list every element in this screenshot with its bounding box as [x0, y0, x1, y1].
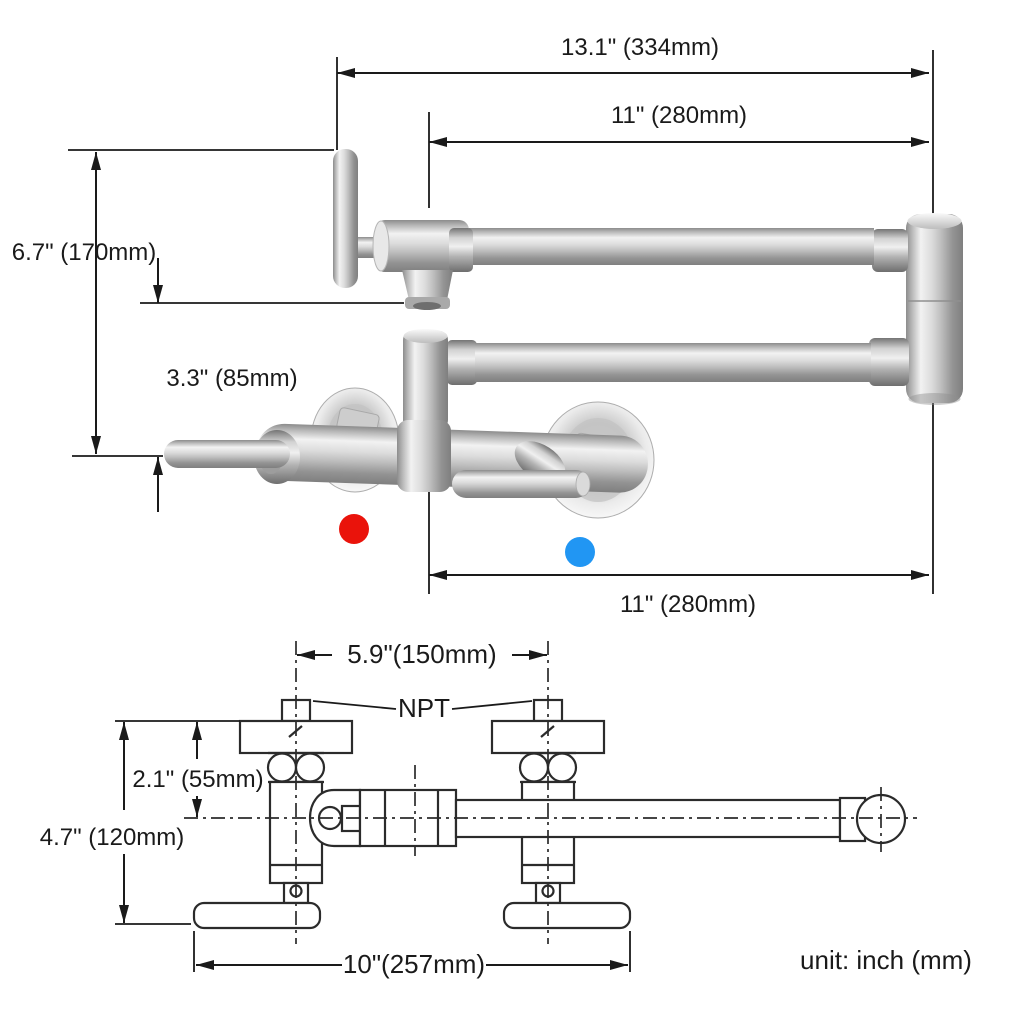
dim-label-bottom-reach: 11" (280mm): [620, 591, 756, 618]
spout-outlet: [402, 270, 453, 300]
dim-total-height: 6.7" (170mm): [12, 149, 334, 457]
hot-water-indicator: [339, 514, 369, 544]
lower-arm: [403, 329, 871, 429]
dim-label-total-depth: 4.7" (120mm): [40, 824, 185, 851]
dim-label-lower-height: 3.3" (85mm): [166, 365, 297, 392]
faucet-photo: [164, 149, 963, 567]
npt-label: NPT: [312, 693, 533, 723]
cold-water-indicator: [565, 537, 595, 567]
hex-nut: [266, 752, 298, 783]
dim-label-handle-span: 10"(257mm): [343, 949, 485, 979]
dim-label-top-reach: 11" (280mm): [611, 102, 747, 129]
centerlines: [184, 641, 917, 944]
dim-top-reach: 11" (280mm): [428, 102, 929, 208]
dim-flange-depth: 2.1" (55mm): [132, 722, 264, 817]
hex-nut: [546, 752, 578, 783]
spout-hub: [375, 220, 469, 272]
hot-lever-handle: [164, 440, 290, 468]
body-tee: [397, 420, 451, 492]
flange: [238, 719, 354, 755]
thread-type-label: NPT: [398, 693, 450, 723]
riser: [403, 331, 448, 429]
upper-arm-pipe: [468, 228, 874, 265]
lever-side-view: [192, 901, 322, 930]
riser-collar: [447, 340, 477, 385]
dim-bottom-reach: 11" (280mm): [428, 490, 929, 618]
lower-arm-pipe: [475, 343, 871, 382]
spout-lever-handle: [333, 149, 358, 288]
lower-joint-collar: [869, 338, 909, 386]
lever-side-view: [502, 901, 632, 930]
wall-mount-body: [164, 420, 648, 498]
upper-joint-collar: [872, 229, 908, 272]
dim-label-total-width: 13.1" (334mm): [561, 34, 719, 61]
cold-lever-handle: [452, 470, 590, 498]
dim-lower-height: 3.3" (85mm): [140, 258, 404, 512]
hex-nut: [518, 752, 550, 783]
swing-joint-column: [869, 213, 963, 405]
dim-inlet-spacing: 5.9"(150mm): [297, 639, 547, 669]
dim-handle-span: 10"(257mm): [193, 931, 631, 979]
joint-top-cap: [907, 213, 962, 229]
dim-label-inlet-spacing: 5.9"(150mm): [347, 639, 496, 669]
upper-spout-arm: [333, 149, 874, 310]
hex-nut: [294, 752, 326, 783]
leader-line: [312, 700, 533, 710]
dim-total-depth: 4.7" (120mm): [40, 720, 240, 925]
hub-collar: [449, 228, 473, 272]
unit-note: unit: inch (mm): [800, 945, 972, 975]
thread-break-mark: [288, 725, 555, 738]
dim-label-flange-depth: 2.1" (55mm): [132, 766, 263, 793]
dim-total-width: 13.1" (334mm): [336, 34, 934, 594]
technical-drawing: 5.9"(150mm) NPT 2.1" (55mm) 4.7" (120mm)…: [40, 639, 972, 979]
dim-label-total-height: 6.7" (170mm): [12, 239, 157, 266]
